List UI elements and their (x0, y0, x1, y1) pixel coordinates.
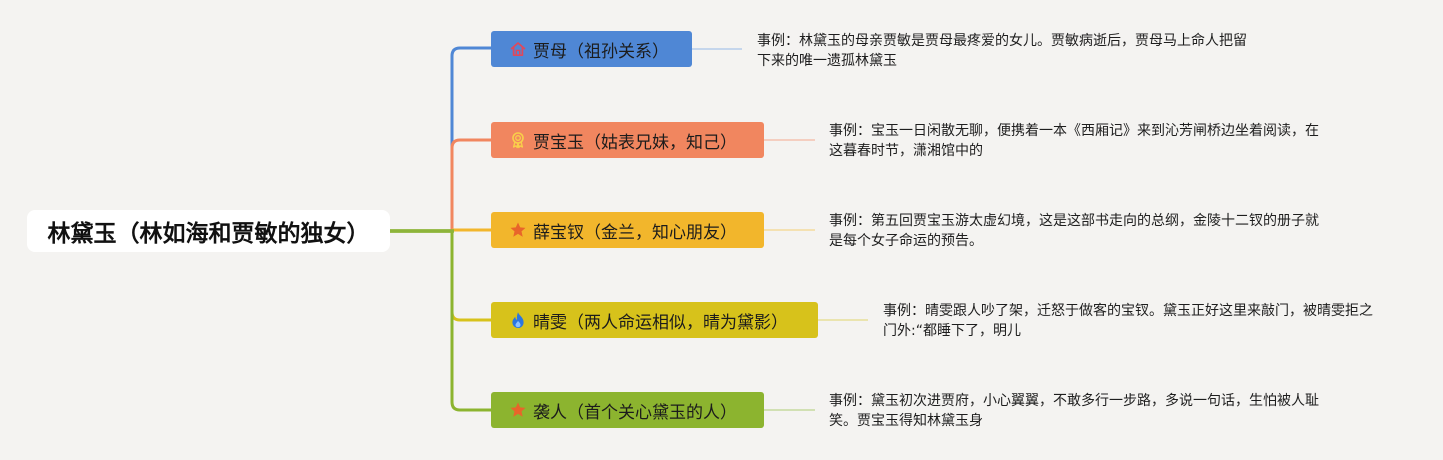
note-line-text: 事例：林黛玉的母亲贾敏是贾母最疼爱的女儿。贾敏病逝后，贾母马上命人把留 (757, 33, 1247, 49)
note-line-text: 下来的唯一遗孤林黛玉 (757, 53, 897, 69)
note-line-text: 笑。贾宝玉得知林黛玉身 (829, 413, 983, 429)
topic-label: 袭人（首个关心黛玉的人） (533, 402, 737, 423)
topic-qingwen[interactable]: 晴雯（两人命运相似，晴为黛影） (491, 302, 818, 338)
note-line-text: 事例：宝玉一日闲散无聊，便携着一本《西厢记》来到沁芳闸桥边坐着阅读，在 (829, 123, 1319, 139)
note-line-text: 这暮春时节，潇湘馆中的 (829, 143, 983, 159)
note-line-text: 事例：黛玉初次进贾府，小心翼翼，不敢多行一步路，多说一句话，生怕被人耻 (829, 393, 1319, 409)
connector-qingwen (450, 231, 491, 322)
note-qingwen[interactable]: 事例：晴雯跟人吵了架，迁怒于做客的宝钗。黛玉正好这里来敲门，被晴雯拒之 门外:“… (883, 301, 1373, 341)
house-icon (509, 40, 527, 58)
topic-jiamu[interactable]: 贾母（祖孙关系） (491, 31, 692, 67)
note-line-text: 事例：晴雯跟人吵了架，迁怒于做客的宝钗。黛玉正好这里来敲门，被晴雯拒之 (883, 303, 1373, 319)
note-xiren[interactable]: 事例：黛玉初次进贾府，小心翼翼，不敢多行一步路，多说一句话，生怕被人耻 笑。贾宝… (829, 391, 1319, 431)
topic-label: 贾宝玉（姑表兄妹，知己） (533, 132, 737, 153)
topic-label: 贾母（祖孙关系） (533, 41, 669, 62)
note-line-text: 是每个女子命运的预告。 (829, 233, 983, 249)
connector-jiabaoyu (450, 138, 491, 231)
connector-xiren (450, 231, 491, 412)
central-topic-label: 林黛玉（林如海和贾敏的独女） (47, 221, 370, 247)
topic-label: 晴雯（两人命运相似，晴为黛影） (533, 312, 788, 333)
medal-icon (509, 131, 527, 149)
star-icon (509, 221, 527, 239)
topic-xuebaochai[interactable]: 薛宝钗（金兰，知心朋友） (491, 212, 764, 248)
note-line-text: 事例：第五回贾宝玉游太虚幻境，这是这部书走向的总纲，金陵十二钗的册子就 (829, 213, 1319, 229)
topic-xiren[interactable]: 袭人（首个关心黛玉的人） (491, 392, 764, 428)
flame-icon (509, 311, 527, 329)
note-jiamu[interactable]: 事例：林黛玉的母亲贾敏是贾母最疼爱的女儿。贾敏病逝后，贾母马上命人把留 下来的唯… (757, 31, 1247, 71)
central-topic[interactable]: 林黛玉（林如海和贾敏的独女） (27, 210, 390, 252)
note-line-text: 门外:“都睡下了，明儿 (883, 323, 1021, 339)
star-icon (509, 401, 527, 419)
note-jiabaoyu[interactable]: 事例：宝玉一日闲散无聊，便携着一本《西厢记》来到沁芳闸桥边坐着阅读，在 这暮春时… (829, 121, 1319, 161)
connector-jiamu (450, 46, 491, 231)
note-xuebaochai[interactable]: 事例：第五回贾宝玉游太虚幻境，这是这部书走向的总纲，金陵十二钗的册子就 是每个女… (829, 211, 1319, 251)
topic-label: 薛宝钗（金兰，知心朋友） (533, 222, 737, 243)
topic-jiabaoyu[interactable]: 贾宝玉（姑表兄妹，知己） (491, 122, 764, 158)
